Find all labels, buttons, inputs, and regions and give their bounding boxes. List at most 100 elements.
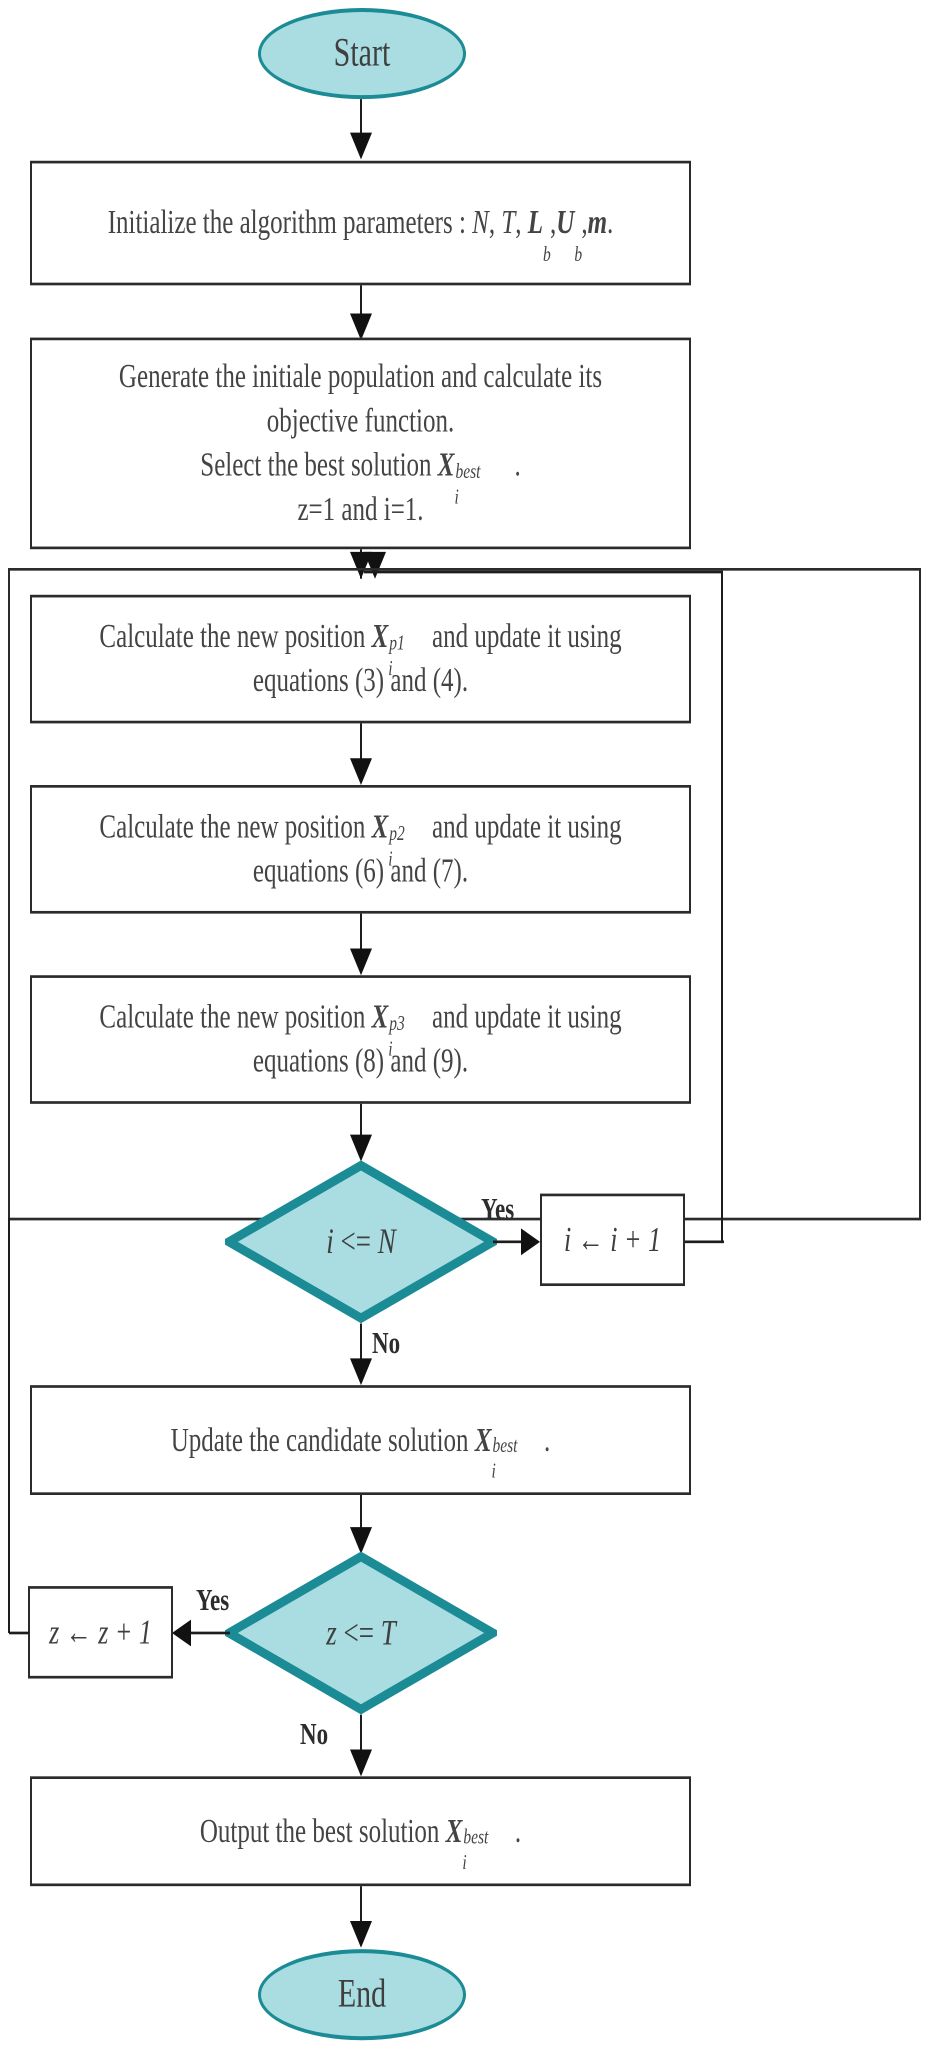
increment-z-text: z ← z + 1: [49, 1612, 152, 1652]
generate-line-2: objective function.: [266, 403, 455, 440]
update-best-prefix: Update the candidate solution: [170, 1421, 475, 1459]
generate-line-1: Generate the initiale population and cal…: [118, 359, 603, 396]
connector-pos1-to-pos2: [360, 723, 362, 767]
pos1-sup: p1: [389, 632, 405, 655]
node-initialize[interactable]: Initialize the algorithm parameters : N,…: [30, 160, 691, 286]
pos2-line-2: equations (6) and (7).: [252, 853, 469, 890]
init-var-T: T: [501, 204, 516, 242]
increment-i-text: i ← i + 1: [564, 1220, 661, 1260]
arrowhead-pos2-to-pos3: [350, 948, 372, 976]
edge-label-i-no: No: [372, 1326, 401, 1360]
update-best-sup: best: [492, 1435, 518, 1459]
arrowhead-pos1-to-pos2: [350, 758, 372, 786]
pos3-sup: p3: [389, 1012, 405, 1036]
arrowhead-decision-i-no: [350, 1358, 372, 1386]
pos2-sup: p2: [389, 822, 405, 846]
pos2-prefix: Calculate the new position: [99, 809, 372, 846]
edge-label-i-yes: Yes: [481, 1192, 515, 1226]
init-var-U-sub: b: [574, 243, 583, 266]
connector-output-to-end: [360, 1886, 362, 1935]
connector-init-to-generate: [360, 285, 362, 323]
connector-loopback-z-vertical: [8, 1217, 10, 1633]
init-sep-1: ,: [488, 204, 502, 242]
pos2-suffix: and update it using: [425, 809, 622, 846]
pos2-sub: i: [388, 847, 393, 871]
increment-z-lhs: z: [49, 1612, 60, 1652]
node-end[interactable]: End: [258, 1949, 466, 2041]
init-sep-4: ,: [581, 204, 588, 242]
update-best-suffix: .: [544, 1421, 551, 1459]
arrowhead-decision-z-yes: [172, 1619, 191, 1647]
decision-z-shape: [225, 1551, 497, 1715]
generate-line-4: z=1 and i=1.: [297, 491, 424, 528]
increment-i-lhs: i: [563, 1219, 572, 1259]
connector-start-to-init: [360, 99, 362, 142]
output-best-var: X: [445, 1813, 463, 1850]
arrowhead-start-to-init: [350, 132, 372, 160]
increment-z-arrow: ←: [59, 1612, 99, 1652]
init-sep-2: ,: [515, 204, 528, 242]
init-var-L: L: [527, 204, 544, 242]
pos1-line-2: equations (3) and (4).: [252, 663, 469, 700]
connector-increment-z-to-left: [9, 1631, 29, 1635]
connector-decision-z-no: [360, 1714, 362, 1771]
increment-z-rhs: z + 1: [98, 1612, 152, 1652]
node-decision-i-le-n[interactable]: i <= N: [225, 1160, 497, 1324]
init-period: .: [607, 204, 614, 242]
output-best-prefix: Output the best solution: [199, 1813, 446, 1850]
loop-frame-outer: [8, 567, 921, 1221]
arrowhead-init-to-generate: [350, 313, 372, 341]
update-best-var: X: [474, 1421, 492, 1459]
connector-pos3-to-decision-i: [360, 1103, 362, 1147]
pos2-var: X: [371, 809, 389, 846]
edge-label-z-no: No: [300, 1717, 329, 1751]
output-best-suffix: .: [514, 1813, 522, 1850]
arrowhead-pos3-to-decision-i: [350, 1134, 372, 1162]
node-end-label: End: [337, 1971, 387, 2017]
output-best-sub: i: [462, 1851, 467, 1875]
connector-decision-i-yes: [493, 1240, 535, 1244]
init-prefix: Initialize the algorithm parameters :: [107, 204, 473, 242]
output-best-sup: best: [463, 1826, 489, 1850]
generate-line-3-suffix: .: [514, 447, 521, 484]
pos3-prefix: Calculate the new position: [99, 999, 372, 1036]
pos3-sub: i: [388, 1037, 393, 1061]
arrowhead-output-to-end: [350, 1921, 372, 1948]
arrowhead-update-to-decision-z: [350, 1527, 372, 1554]
generate-line-3-sub: i: [454, 485, 459, 509]
generate-line-3-var: X: [437, 447, 455, 484]
node-start-label: Start: [333, 30, 391, 76]
increment-i-rhs: i + 1: [610, 1219, 661, 1259]
node-generate-population[interactable]: Generate the initiale population and cal…: [30, 337, 691, 550]
connector-update-to-decision-z: [360, 1495, 362, 1538]
decision-i-shape: [225, 1160, 497, 1324]
init-sep-3: ,: [550, 204, 557, 242]
node-increment-i[interactable]: i ← i + 1: [540, 1193, 685, 1287]
generate-line-3-sup: best: [455, 460, 481, 484]
connector-pos2-to-pos3: [360, 913, 362, 957]
connector-increment-i-to-right: [685, 1240, 724, 1244]
node-increment-z[interactable]: z ← z + 1: [28, 1586, 173, 1679]
connector-decision-z-yes: [176, 1631, 230, 1635]
node-start[interactable]: Start: [258, 8, 466, 100]
update-best-sub: i: [491, 1460, 496, 1483]
pos1-suffix: and update it using: [425, 618, 622, 656]
init-var-m: m: [587, 204, 608, 242]
edge-label-z-yes: Yes: [196, 1583, 230, 1617]
connector-loopback-i-vertical: [721, 570, 723, 1241]
pos1-prefix: Calculate the new position: [99, 618, 372, 656]
node-decision-z-le-t[interactable]: z <= T: [225, 1551, 497, 1715]
pos3-var: X: [371, 999, 389, 1036]
arrowhead-decision-z-no: [350, 1749, 372, 1777]
pos1-sub: i: [388, 657, 393, 680]
